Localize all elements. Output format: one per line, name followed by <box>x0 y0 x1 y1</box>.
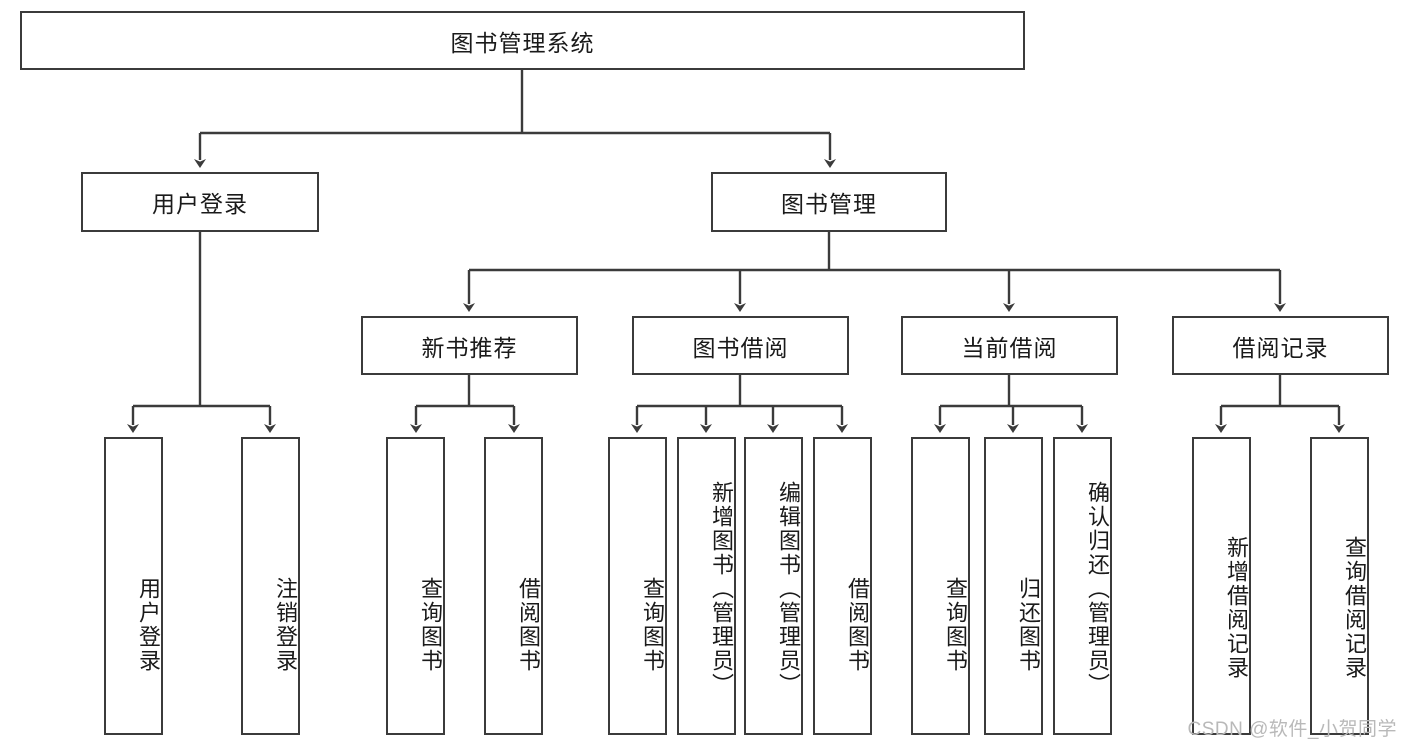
leaf-query-book-recommend[interactable]: 查询图书 <box>386 437 445 735</box>
leaf-query-book-borrow[interactable]: 查询图书 <box>608 437 667 735</box>
leaf-borrow-book-recommend-label: 借阅图书 <box>516 577 541 673</box>
leaf-query-borrow-record[interactable]: 查询借阅记录 <box>1310 437 1369 735</box>
leaf-add-borrow-record[interactable]: 新增借阅记录 <box>1192 437 1251 735</box>
leaf-logout[interactable]: 注销登录 <box>241 437 300 735</box>
node-root[interactable]: 图书管理系统 <box>20 11 1025 70</box>
node-book-borrow-label: 图书借阅 <box>692 334 789 361</box>
leaf-edit-book-admin[interactable]: 编辑图书（管理员） <box>744 437 803 735</box>
leaf-query-book-recommend-label: 查询图书 <box>418 577 443 673</box>
node-root-label: 图书管理系统 <box>450 29 595 56</box>
leaf-borrow-book-recommend[interactable]: 借阅图书 <box>484 437 543 735</box>
node-new-book-recommend-label: 新书推荐 <box>421 334 518 361</box>
leaf-query-book-current-label: 查询图书 <box>943 577 968 673</box>
leaf-add-book-admin-label: 新增图书（管理员） <box>709 481 734 697</box>
leaf-borrow-book[interactable]: 借阅图书 <box>813 437 872 735</box>
node-user-login[interactable]: 用户登录 <box>81 172 319 232</box>
node-book-borrow[interactable]: 图书借阅 <box>632 316 849 375</box>
leaf-query-borrow-record-label: 查询借阅记录 <box>1342 536 1367 680</box>
leaf-return-book[interactable]: 归还图书 <box>984 437 1043 735</box>
leaf-add-book-admin[interactable]: 新增图书（管理员） <box>677 437 736 735</box>
leaf-edit-book-admin-label: 编辑图书（管理员） <box>776 481 801 697</box>
node-borrow-record-label: 借阅记录 <box>1232 334 1329 361</box>
node-book-management-label: 图书管理 <box>781 191 877 217</box>
node-book-management[interactable]: 图书管理 <box>711 172 947 232</box>
leaf-return-book-label: 归还图书 <box>1016 577 1041 673</box>
node-borrow-record[interactable]: 借阅记录 <box>1172 316 1389 375</box>
leaf-logout-label: 注销登录 <box>273 577 298 673</box>
node-current-borrow[interactable]: 当前借阅 <box>901 316 1118 375</box>
leaf-borrow-book-label: 借阅图书 <box>845 577 870 673</box>
csdn-watermark: CSDN @软件_小贺同学 <box>1187 719 1397 740</box>
leaf-query-book-borrow-label: 查询图书 <box>640 577 665 673</box>
leaf-add-borrow-record-label: 新增借阅记录 <box>1224 536 1249 680</box>
node-new-book-recommend[interactable]: 新书推荐 <box>361 316 578 375</box>
leaf-confirm-return-admin[interactable]: 确认归还（管理员） <box>1053 437 1112 735</box>
node-current-borrow-label: 当前借阅 <box>961 334 1058 361</box>
node-user-login-label: 用户登录 <box>152 191 248 217</box>
leaf-confirm-return-admin-label: 确认归还（管理员） <box>1085 481 1110 697</box>
leaf-query-book-current[interactable]: 查询图书 <box>911 437 970 735</box>
leaf-user-login-label: 用户登录 <box>136 577 161 673</box>
leaf-user-login[interactable]: 用户登录 <box>104 437 163 735</box>
